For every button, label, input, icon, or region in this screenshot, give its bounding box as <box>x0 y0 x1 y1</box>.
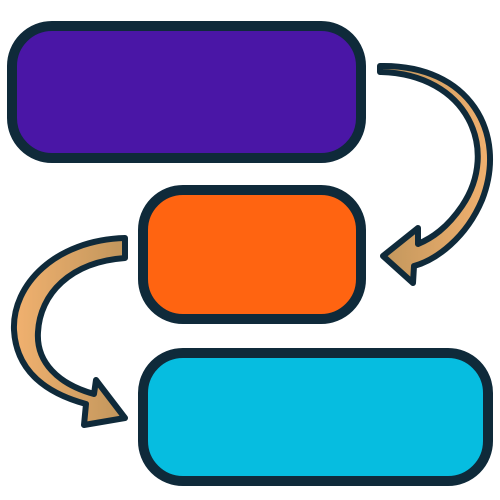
middle-process-box <box>138 185 366 324</box>
bottom-process-box <box>138 348 493 486</box>
top-process-box <box>7 21 366 163</box>
curved-arrow-icon-top-to-middle <box>377 62 493 286</box>
curved-arrow-icon-middle-to-bottom <box>10 235 128 428</box>
